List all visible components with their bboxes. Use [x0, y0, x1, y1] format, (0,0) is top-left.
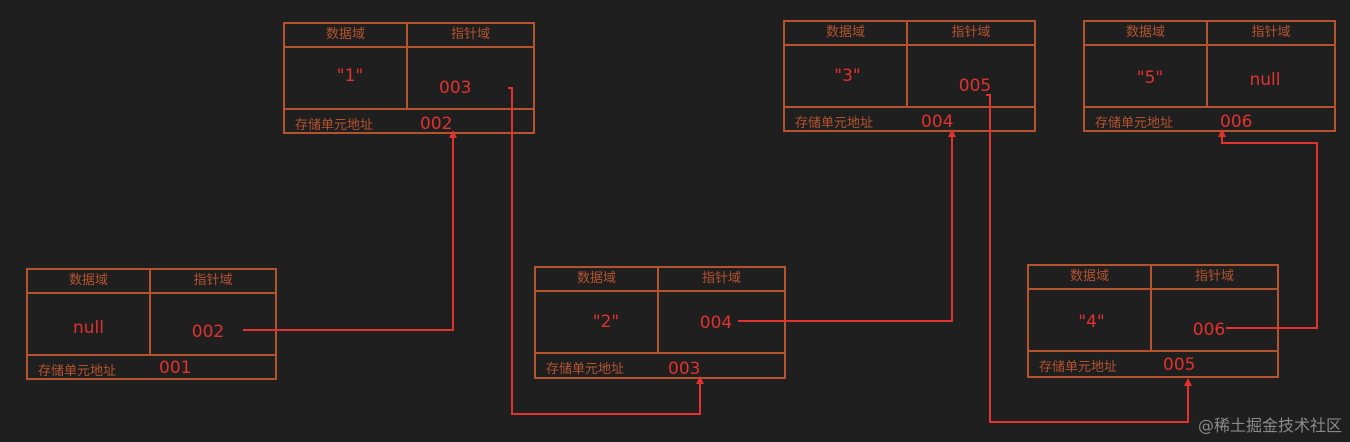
- data-value: "2": [592, 312, 620, 332]
- address-value: 005: [1163, 355, 1196, 375]
- data-field-label: 数据域: [576, 271, 616, 286]
- pointer-value: 005: [958, 76, 992, 96]
- watermark: @稀土掘金技术社区: [1197, 416, 1342, 435]
- storage-address-label: 存储单元地址: [1095, 116, 1174, 131]
- data-value: "1": [336, 66, 364, 86]
- data-value: "3": [834, 66, 861, 86]
- list-node-006: 数据域 指针域 "5" null 存储单元地址 006: [1083, 20, 1336, 132]
- storage-address-label: 存储单元地址: [795, 116, 874, 131]
- node-header: [785, 22, 1034, 46]
- field-divider: [1206, 22, 1208, 108]
- pointer-value: 004: [699, 313, 733, 333]
- pointer-field-label: 指针域: [951, 25, 991, 40]
- storage-address-label: 存储单元地址: [1039, 360, 1118, 375]
- storage-address-label: 存储单元地址: [546, 362, 625, 377]
- pointer-value: 002: [191, 322, 225, 342]
- data-value: "5": [1136, 68, 1164, 88]
- link-004-to-005: [986, 94, 1192, 423]
- data-field-label: 数据域: [1125, 25, 1165, 40]
- pointer-field-label: 指针域: [193, 273, 233, 288]
- field-divider: [406, 24, 408, 110]
- node-body: [1029, 288, 1277, 352]
- address-value: 004: [921, 112, 954, 132]
- data-field-label: 数据域: [825, 25, 865, 40]
- node-body: [28, 292, 275, 356]
- node-body: [1085, 44, 1334, 108]
- pointer-value: null: [1249, 70, 1281, 90]
- address-value: 002: [420, 114, 453, 134]
- data-field-label: 数据域: [325, 27, 365, 42]
- list-node-005: 数据域 指针域 "4" 006 存储单元地址 005: [1027, 264, 1279, 378]
- data-field-label: 数据域: [68, 273, 108, 288]
- data-value: null: [73, 318, 104, 338]
- data-value: "4": [1078, 312, 1105, 332]
- list-node-001: 数据域 指针域 null 002 存储单元地址 001: [26, 268, 277, 380]
- field-divider: [149, 270, 151, 356]
- field-divider: [906, 22, 908, 108]
- pointer-value: 003: [439, 78, 472, 98]
- node-header: [28, 270, 275, 294]
- data-field-label: 数据域: [1069, 269, 1109, 284]
- node-header: [285, 24, 533, 48]
- field-divider: [1150, 266, 1152, 352]
- address-value: 001: [159, 358, 192, 378]
- address-value: 003: [668, 359, 701, 379]
- node-header: [1029, 266, 1277, 290]
- node-header: [1085, 22, 1334, 46]
- pointer-field-label: 指针域: [1251, 25, 1291, 40]
- link-002-to-003: [508, 87, 704, 415]
- link-003-to-004: [738, 129, 956, 322]
- node-body: [536, 290, 784, 354]
- link-001-to-002: [243, 130, 457, 331]
- pointer-value: 006: [1192, 320, 1226, 340]
- list-node-002: 数据域 指针域 "1" 003 存储单元地址 002: [283, 22, 535, 134]
- field-divider: [657, 268, 659, 354]
- node-header: [536, 268, 784, 292]
- storage-address-label: 存储单元地址: [38, 364, 117, 379]
- address-value: 006: [1220, 112, 1253, 132]
- pointer-field-label: 指针域: [1194, 269, 1234, 284]
- list-node-004: 数据域 指针域 "3" 005 存储单元地址 004: [783, 20, 1036, 132]
- pointer-field-label: 指针域: [450, 27, 490, 42]
- pointer-field-label: 指针域: [701, 271, 741, 286]
- link-005-to-006: [1218, 129, 1318, 329]
- node-body: [285, 46, 533, 110]
- list-node-003: 数据域 指针域 "2" 004 存储单元地址 003: [534, 266, 786, 379]
- node-body: [785, 44, 1034, 108]
- storage-address-label: 存储单元地址: [295, 118, 374, 133]
